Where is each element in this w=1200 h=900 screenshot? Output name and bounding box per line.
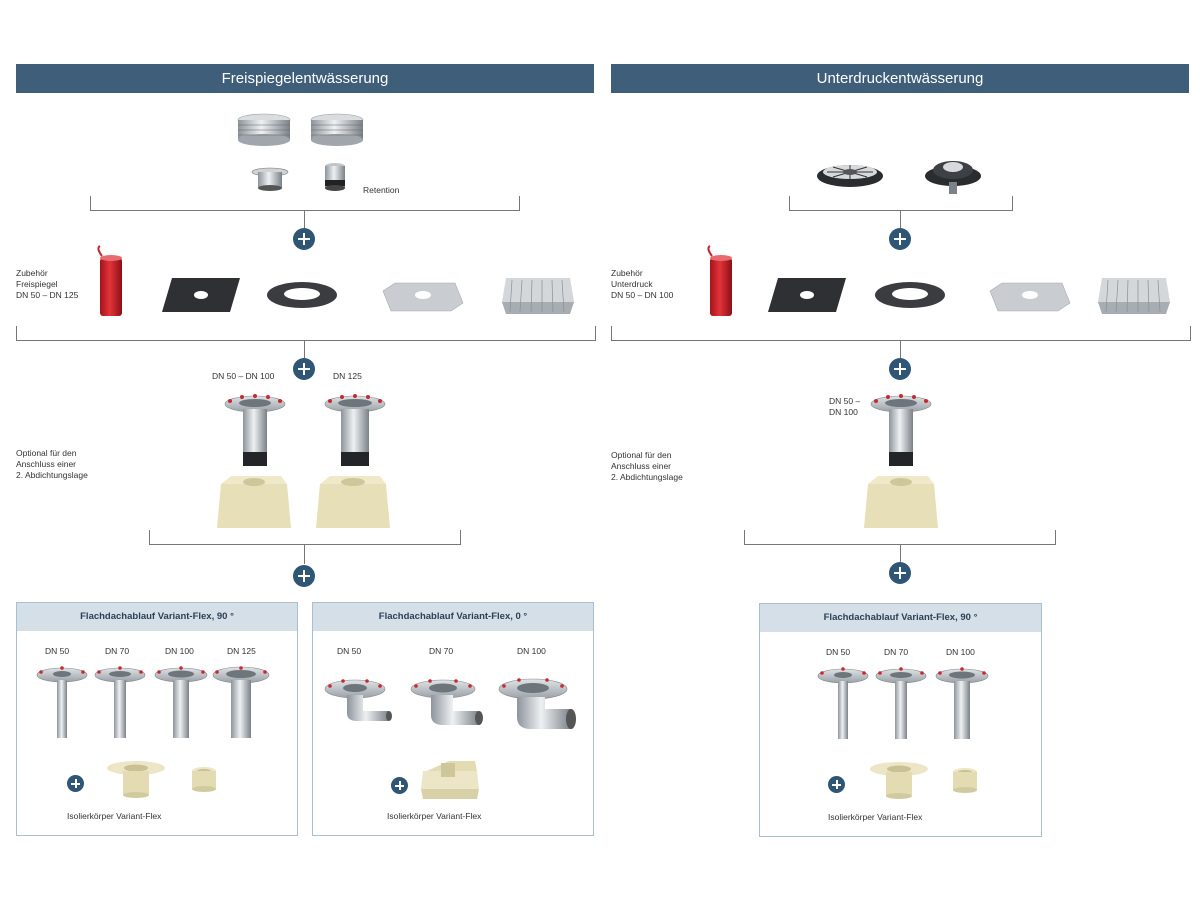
- bracket-vacuum: [789, 196, 1013, 211]
- retention-label: Retention: [363, 185, 400, 195]
- plus-icon: [293, 565, 315, 587]
- size-label-dn50-100: DN 50 –DN 100: [829, 396, 861, 417]
- steel-plate-icon: [989, 282, 1071, 312]
- vacuum-plate-dome-icon: [925, 161, 981, 194]
- connector-line: [900, 544, 901, 562]
- bracket-drain-bodies: [149, 530, 461, 545]
- insulation-collar-icon: [870, 762, 928, 799]
- drain-0-dn50-icon: [324, 679, 392, 721]
- plus-icon: [828, 776, 845, 793]
- drain-body-dn50-100-icon: [870, 394, 932, 466]
- size-label: DN 70: [884, 647, 909, 657]
- plus-icon: [391, 777, 408, 794]
- connector-line: [900, 210, 901, 228]
- insulation-block-icon: [864, 476, 938, 528]
- retention-grate-icon: [237, 113, 291, 146]
- size-label: DN 50: [45, 646, 70, 656]
- connector-line: [304, 340, 305, 358]
- insulation-label: Isolierkörper Variant-Flex: [67, 811, 162, 821]
- insulation-collar-icon: [107, 761, 165, 798]
- drain-body-dn125-icon: [324, 394, 386, 466]
- bitumen-sheet-icon: [162, 278, 240, 312]
- panel-title: Flachdachablauf Variant-Flex, 0 °: [313, 603, 593, 631]
- drain-90-dn50-icon: [817, 667, 869, 739]
- size-label: DN 50: [826, 647, 851, 657]
- insulation-block-angled-icon: [421, 761, 479, 799]
- vacuum-plate-icon: [817, 165, 883, 187]
- drain-90-dn70-icon: [875, 667, 927, 739]
- heating-cable-icon: [707, 245, 732, 316]
- plus-icon: [889, 228, 911, 250]
- connector-line: [900, 340, 901, 358]
- bracket-accessories: [16, 326, 596, 341]
- sealing-ring-icon: [267, 282, 337, 308]
- heating-cable-icon: [97, 245, 122, 316]
- connector-line: [304, 544, 305, 564]
- plus-icon: [889, 358, 911, 380]
- size-label: DN 50: [337, 646, 362, 656]
- header-freispiegel: Freispiegelentwässerung: [16, 64, 594, 93]
- size-label: DN 70: [429, 646, 454, 656]
- drain-90-dn125-icon: [212, 666, 270, 738]
- insulation-sleeve-icon: [953, 768, 977, 793]
- insulation-sleeve-icon: [192, 767, 216, 792]
- drain-90-dn100-icon: [154, 666, 208, 738]
- drain-0-dn70-icon: [410, 679, 483, 725]
- insulation-label: Isolierkörper Variant-Flex: [828, 812, 923, 822]
- bracket-drain-bodies: [744, 530, 1056, 545]
- plus-icon: [293, 358, 315, 380]
- retention-ring-icon: [251, 167, 289, 191]
- header-unterdruck: Unterdruckentwässerung: [611, 64, 1189, 93]
- insulation-label: Isolierkörper Variant-Flex: [387, 811, 482, 821]
- insulation-block-icon: [316, 476, 390, 528]
- connector-line: [304, 210, 305, 228]
- retention-grate-large-icon: [310, 113, 364, 146]
- plus-icon: [67, 775, 84, 792]
- panel-title: Flachdachablauf Variant-Flex, 90 °: [760, 604, 1041, 632]
- product-panel-0-left: Flachdachablauf Variant-Flex, 0 ° DN 50 …: [312, 602, 594, 836]
- gravel-guard-icon: [502, 278, 574, 314]
- drain-body-dn50-100-icon: [224, 394, 286, 466]
- steel-plate-icon: [382, 282, 464, 312]
- drain-0-dn100-icon: [498, 678, 576, 729]
- bracket-retention: [90, 196, 520, 211]
- bracket-accessories: [611, 326, 1191, 341]
- size-label: DN 70: [105, 646, 130, 656]
- sealing-ring-icon: [875, 282, 945, 308]
- bitumen-sheet-icon: [768, 278, 846, 312]
- panel-title: Flachdachablauf Variant-Flex, 90 °: [17, 603, 297, 631]
- size-label-dn50-100: DN 50 – DN 100: [212, 371, 275, 381]
- size-label: DN 100: [946, 647, 975, 657]
- plus-icon: [293, 228, 315, 250]
- product-panel-90-right: Flachdachablauf Variant-Flex, 90 ° DN 50…: [759, 603, 1042, 837]
- drain-90-dn100-icon: [935, 667, 989, 739]
- insulation-block-icon: [217, 476, 291, 528]
- size-label-dn125: DN 125: [333, 371, 362, 381]
- retention-insert-icon: [325, 163, 345, 191]
- gravel-guard-icon: [1098, 278, 1170, 314]
- size-label: DN 100: [517, 646, 546, 656]
- size-label: DN 125: [227, 646, 256, 656]
- plus-icon: [889, 562, 911, 584]
- drain-90-dn70-icon: [94, 666, 146, 738]
- size-label: DN 100: [165, 646, 194, 656]
- product-panel-90-left: Flachdachablauf Variant-Flex, 90 ° DN 50…: [16, 602, 298, 836]
- drain-90-dn50-icon: [36, 666, 88, 738]
